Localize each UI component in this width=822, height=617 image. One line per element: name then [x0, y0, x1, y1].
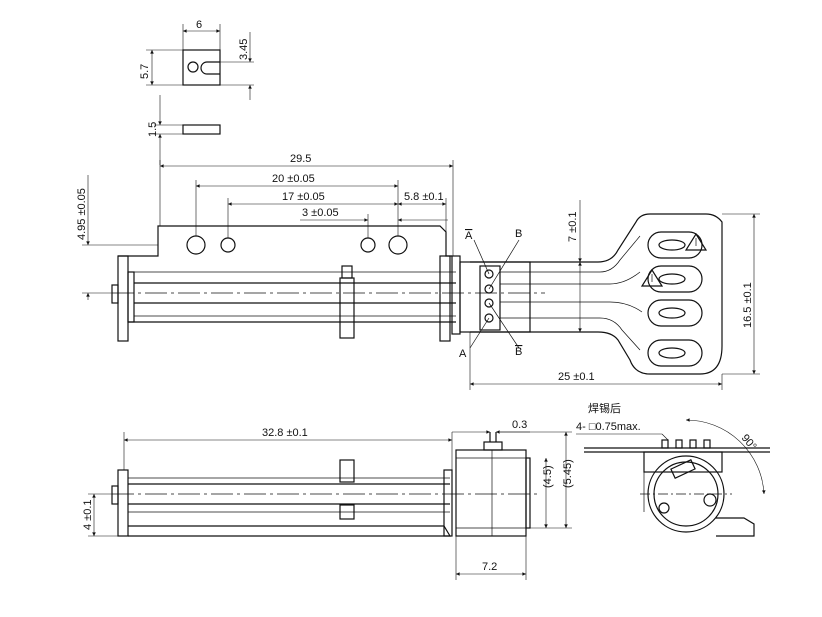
pcb-length-dim: 25 ±0.1	[558, 371, 595, 383]
pcb-height-dim: 16.5 ±0.1	[742, 282, 754, 328]
side-view-dimensions: 32.8 ±0.1 0.3 (4.5) (5.45) 7.2 4 ±0.1	[82, 419, 574, 580]
pin-offset-dim: 0.3	[512, 419, 527, 431]
outer-height-dim: (5.45)	[562, 459, 574, 488]
clip-top-view: 6 5.7 3.45	[139, 19, 254, 100]
after-soldering-label: 焊锡后	[588, 401, 621, 415]
pin-a-bar-label: A	[465, 230, 473, 242]
clip-height-dim: 5.7	[139, 64, 151, 79]
end-view-motor: 90° 焊锡后 4- □0.75max.	[576, 401, 770, 537]
clip-side-view: 1.5	[147, 95, 221, 165]
pcb-pad-height-dim: 7 ±0.1	[567, 211, 579, 242]
edge-offset-dim: 5.8 ±0.1	[404, 191, 444, 203]
clip-width-dim: 6	[196, 19, 202, 31]
inner-height-dim: (4.5)	[542, 465, 554, 488]
pin-b-label: B	[515, 228, 522, 240]
pad-size-label: 4- □0.75max.	[576, 421, 641, 433]
motor-width-dim: 7.2	[482, 561, 497, 573]
clip-slot-dim: 3.45	[238, 39, 250, 60]
hole-spacing-3-dim: 3 ±0.05	[302, 207, 339, 219]
side-view-assembly	[111, 432, 540, 537]
bracket-height-dim: 4.95 ±0.05	[76, 188, 88, 240]
total-length-dim: 29.5	[290, 153, 311, 165]
top-view-dimensions: 29.5 20 ±0.05 17 ±0.05 3 ±0.05 5.8 ±0.1 …	[76, 153, 760, 390]
top-view-assembly: A B A B	[111, 213, 723, 375]
clip-thickness-dim: 1.5	[147, 122, 159, 137]
side-length-dim: 32.8 ±0.1	[262, 427, 308, 439]
hole-spacing-20-dim: 20 ±0.05	[272, 173, 315, 185]
pin-b-bar-label: B	[515, 346, 522, 358]
angle-dim: 90°	[739, 432, 759, 452]
hole-spacing-17-dim: 17 ±0.05	[282, 191, 325, 203]
shaft-height-dim: 4 ±0.1	[82, 499, 94, 530]
pin-a-label: A	[459, 348, 467, 360]
